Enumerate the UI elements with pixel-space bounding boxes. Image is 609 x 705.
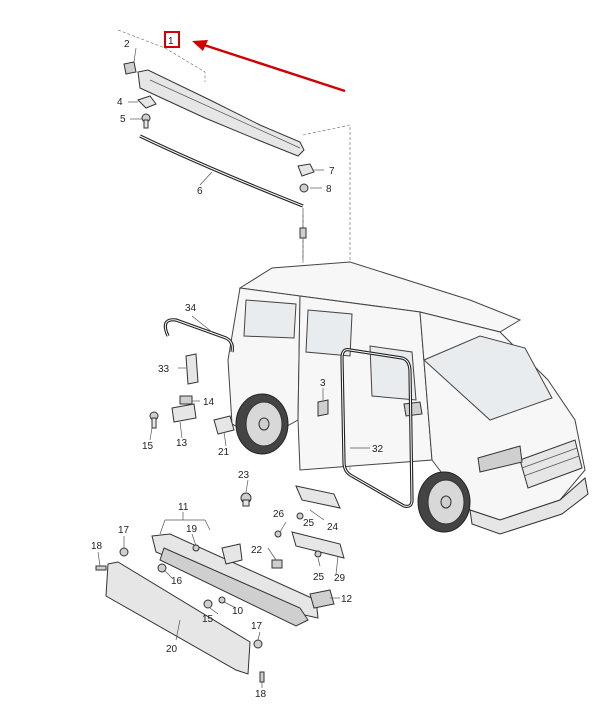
guide-rail-part	[137, 69, 305, 157]
callout-numbers: 1 2 4 5 6 7 8 34 33 3 14 13 15 21 32 23 …	[91, 36, 384, 700]
callout-24[interactable]: 24	[327, 522, 339, 533]
callout-2[interactable]: 2	[124, 39, 130, 50]
rear-wheel	[235, 393, 289, 455]
door-seal-part	[340, 348, 414, 508]
callout-25b[interactable]: 25	[313, 572, 325, 583]
lower-rail-part	[151, 533, 335, 627]
callout-6[interactable]: 6	[197, 186, 203, 197]
callout-14[interactable]: 14	[203, 397, 215, 408]
clip-part	[297, 163, 315, 177]
lower-left-cluster	[149, 395, 235, 435]
callout-18b[interactable]: 18	[255, 689, 267, 700]
callout-19[interactable]: 19	[186, 524, 198, 535]
screw-part	[141, 113, 151, 129]
end-cap-part	[123, 61, 137, 75]
callout-32[interactable]: 32	[372, 444, 384, 455]
callout-15b[interactable]: 15	[202, 614, 214, 625]
callout-10[interactable]: 10	[232, 606, 244, 617]
callout-22[interactable]: 22	[251, 545, 263, 556]
bracket-part	[137, 95, 157, 109]
bolt-part	[240, 492, 252, 507]
cover-part	[317, 399, 329, 417]
callout-29[interactable]: 29	[334, 573, 346, 584]
callout-21[interactable]: 21	[218, 447, 230, 458]
callout-25a[interactable]: 25	[303, 518, 315, 529]
runner-assembly	[271, 485, 345, 569]
callout-7[interactable]: 7	[329, 166, 335, 177]
callout-17a[interactable]: 17	[118, 525, 130, 536]
nut-part	[299, 183, 309, 193]
callout-12[interactable]: 12	[341, 594, 353, 605]
callout-20[interactable]: 20	[166, 644, 178, 655]
van-body	[227, 261, 589, 535]
sill-cover-part	[105, 561, 251, 675]
callout-3[interactable]: 3	[320, 378, 326, 389]
callout-16[interactable]: 16	[171, 576, 183, 587]
callout-18a[interactable]: 18	[91, 541, 103, 552]
highlight-box	[164, 31, 180, 48]
callout-1[interactable]: 1	[168, 36, 174, 47]
callout-15[interactable]: 15	[142, 441, 154, 452]
top-leader-lines	[128, 47, 324, 189]
callout-17b[interactable]: 17	[251, 621, 263, 632]
callout-11[interactable]: 11	[178, 502, 189, 513]
callout-13[interactable]: 13	[176, 438, 188, 449]
callout-26[interactable]: 26	[273, 509, 285, 520]
body-leader-lines	[97, 315, 370, 688]
callout-4[interactable]: 4	[117, 97, 123, 108]
front-wheel	[417, 471, 471, 533]
roof-rail-group	[117, 29, 351, 470]
callout-23[interactable]: 23	[238, 470, 250, 481]
fasteners	[95, 547, 265, 683]
callout-33[interactable]: 33	[158, 364, 170, 375]
callout-5[interactable]: 5	[120, 114, 126, 125]
pointer-arrow	[192, 40, 346, 93]
rear-bracket-part	[185, 353, 199, 385]
callout-8[interactable]: 8	[326, 184, 332, 195]
hose-part	[163, 318, 234, 353]
callout-34[interactable]: 34	[185, 303, 197, 314]
